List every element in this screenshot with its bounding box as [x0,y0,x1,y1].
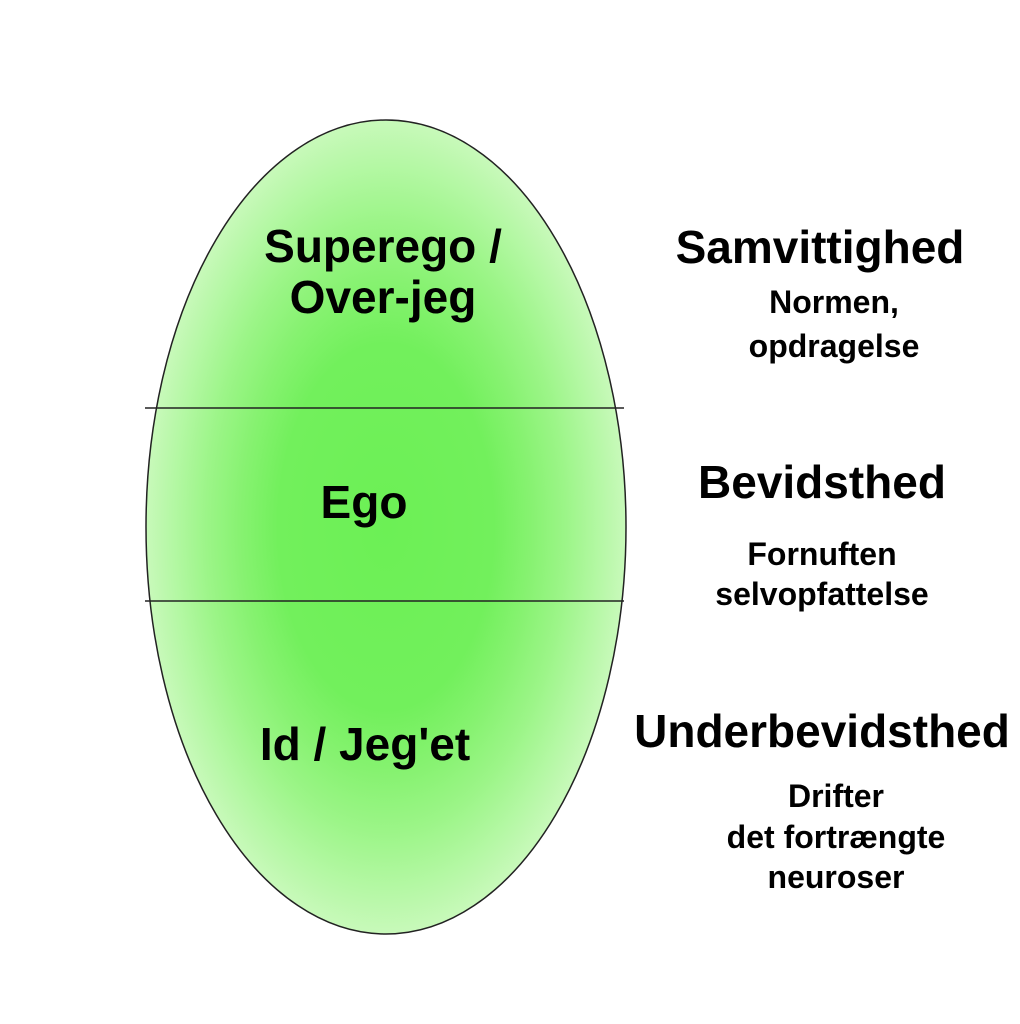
bevidsthed-line: Fornuften [747,536,896,572]
underbevidsthed-line: neuroser [768,859,905,895]
samvittighed-line: Normen, [769,284,899,320]
underbevidsthed-line: det fortrængte [727,819,946,855]
bevidsthed-title: Bevidsthed [698,456,946,508]
samvittighed-line: opdragelse [749,328,920,364]
psyche-ellipse [145,119,627,935]
over-jeg-label: Over-jeg [290,271,477,323]
underbevidsthed-title: Underbevidsthed [634,705,1010,757]
ego-label: Ego [321,476,408,528]
superego-label: Superego / [264,220,502,272]
id-label: Id / Jeg'et [260,718,470,770]
samvittighed-title: Samvittighed [676,221,965,273]
bevidsthed-line: selvopfattelse [715,576,928,612]
underbevidsthed-line: Drifter [788,778,884,814]
